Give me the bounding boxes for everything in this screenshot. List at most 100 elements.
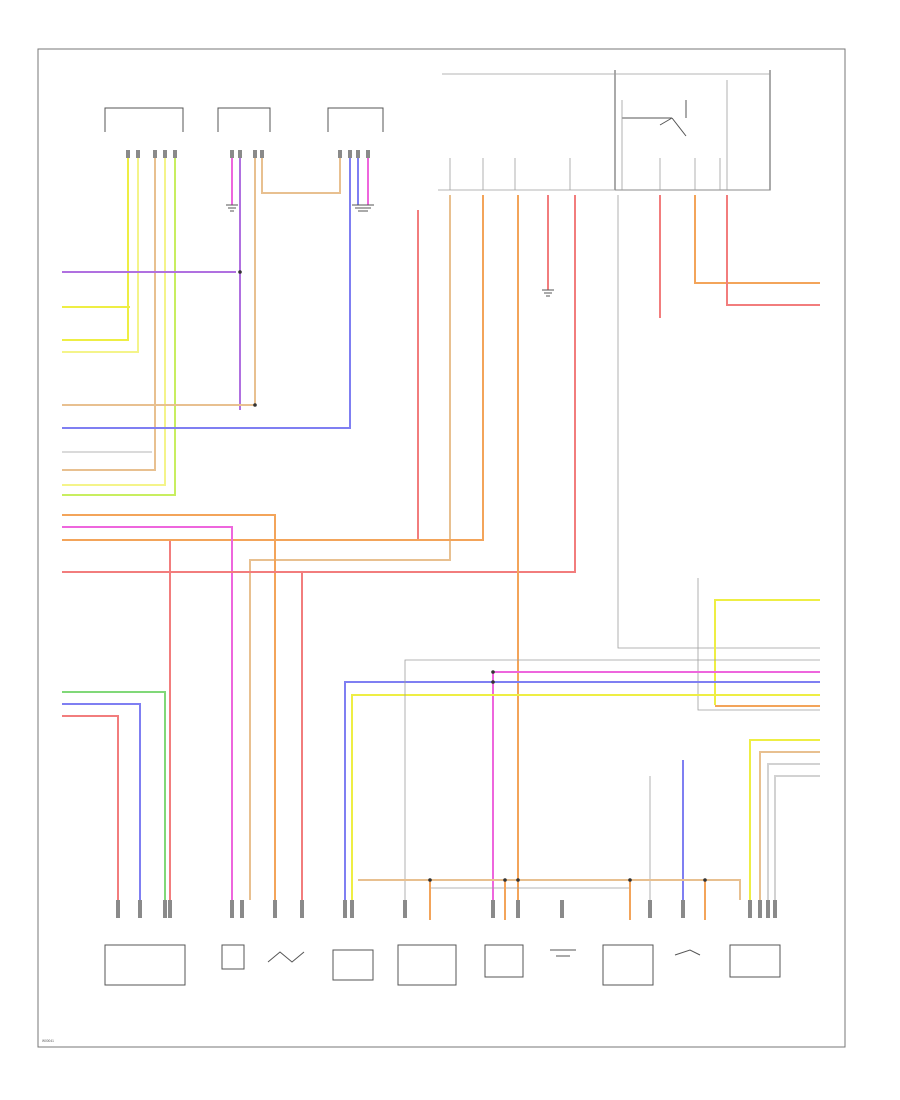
wire-pink-lower	[62, 715, 119, 900]
sensor-component-2	[221, 944, 245, 970]
connector-pin	[773, 900, 777, 918]
ground-symbol	[542, 289, 554, 297]
junction-dot	[491, 680, 495, 684]
junction-dot	[503, 878, 507, 882]
wire-yellow-2	[62, 150, 139, 353]
wire-orange-main	[62, 195, 484, 541]
junction-dot	[628, 878, 632, 882]
ground-symbol	[226, 204, 238, 212]
junction-dots	[238, 270, 707, 882]
wire-blue-right	[344, 681, 820, 900]
connector-pin	[300, 900, 304, 918]
wire-lightyellow-1	[62, 150, 166, 486]
connector-pin	[491, 900, 495, 918]
bottom-components	[104, 944, 781, 986]
fuel-tank-sensor-component	[104, 944, 186, 986]
wire-purple-lower	[62, 703, 141, 900]
fuse-row	[449, 158, 721, 190]
fuel-pump-component	[550, 949, 576, 957]
connector-pin	[240, 900, 244, 918]
wire-tan-right-3	[759, 751, 820, 900]
connector-pin	[153, 150, 157, 158]
module-component-3	[602, 944, 654, 986]
wire-yellow-right-3	[749, 739, 820, 900]
wire-gray-right	[697, 578, 820, 711]
fuse-box-outline	[614, 70, 771, 191]
connector-pin	[560, 900, 564, 918]
connector-pin	[766, 900, 770, 918]
diagram-id: W00041	[42, 1039, 54, 1043]
connector-pin	[350, 900, 354, 918]
wire-orange-left	[62, 514, 276, 900]
connector-pin	[126, 150, 130, 158]
diagram-frame	[37, 48, 846, 1048]
connector-pin	[230, 900, 234, 918]
connector-pin	[273, 900, 277, 918]
junction-dot	[253, 403, 257, 407]
connector-pin	[238, 150, 242, 158]
junction-dot	[491, 670, 495, 674]
wire-gray-2	[617, 195, 820, 649]
connector-pin	[338, 150, 342, 158]
wire-tan-1	[62, 150, 156, 471]
wire-group-top-left	[62, 150, 369, 496]
wire-pink-left	[62, 526, 233, 900]
connector-pins-top	[126, 150, 370, 158]
ground-symbols	[226, 204, 554, 297]
component-bracket-left	[104, 107, 184, 132]
connector-pin	[173, 150, 177, 158]
component-bracket-mid	[217, 107, 271, 132]
connector-pin	[116, 900, 120, 918]
wire-orange-3	[694, 195, 820, 284]
connector-pin	[163, 150, 167, 158]
wire-tan-2	[62, 150, 256, 406]
connector-pin	[163, 900, 167, 918]
junction-dot	[428, 878, 432, 882]
wire-group-right	[344, 578, 820, 900]
connector-pin	[168, 900, 172, 918]
connector-pin	[260, 150, 264, 158]
wire-lightgray-right-5	[774, 775, 820, 900]
wire-red-left	[62, 571, 303, 900]
connector-pin	[748, 900, 752, 918]
wire-gray-right-2	[404, 659, 820, 900]
connector-pin	[138, 900, 142, 918]
wire-group-bottom	[358, 879, 741, 920]
wire-gray-right-4	[767, 763, 820, 900]
wire-yellow-1	[62, 150, 129, 341]
wire-red-5	[726, 195, 820, 306]
connector-pin	[230, 150, 234, 158]
connector-pin	[136, 150, 140, 158]
wire-group-left	[62, 514, 303, 900]
module-component-2	[397, 944, 457, 986]
connector-pin	[253, 150, 257, 158]
connector-pin	[516, 900, 520, 918]
connector-pin	[348, 150, 352, 158]
junction-dot	[703, 878, 707, 882]
wire-green-lower	[62, 691, 166, 900]
wire-green-yellow-1	[62, 150, 176, 496]
component-bracket-right	[327, 107, 384, 132]
connector-pin	[343, 900, 347, 918]
connector-pins-bottom	[116, 900, 777, 918]
connector-pin	[648, 900, 652, 918]
wire-tan-3	[261, 150, 341, 194]
ground-symbol	[352, 204, 374, 212]
wire-yellow-right-2	[351, 694, 820, 900]
control-module-component	[484, 944, 524, 978]
connector-pin	[758, 900, 762, 918]
wire-yellow-right	[714, 599, 820, 705]
wire-red-main-1	[169, 210, 419, 900]
connector-pin	[681, 900, 685, 918]
module-component-1	[332, 949, 374, 981]
wire-blue-1	[62, 150, 351, 429]
wire-tan-main	[249, 195, 451, 900]
relay-symbol	[622, 100, 687, 137]
connector-pin	[403, 900, 407, 918]
connector-pin	[366, 150, 370, 158]
module-component-4	[729, 944, 781, 978]
junction-dot	[238, 270, 242, 274]
switch-component	[267, 951, 305, 963]
connector-pin	[356, 150, 360, 158]
